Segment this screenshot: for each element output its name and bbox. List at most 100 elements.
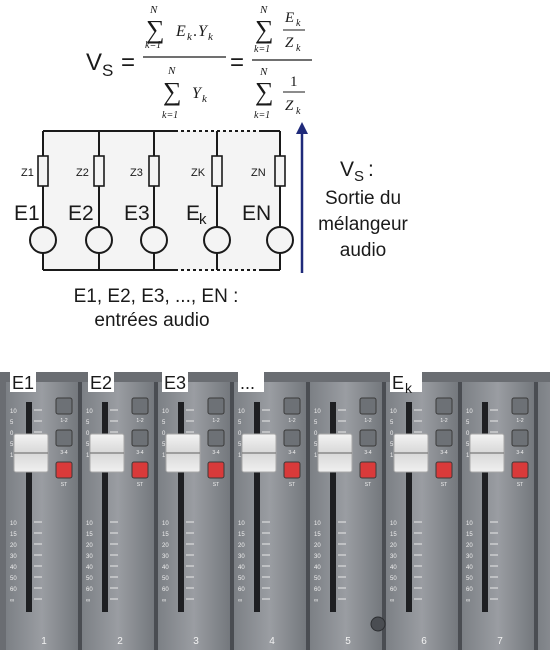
routing-button-label: 1-2 <box>288 418 295 424</box>
routing-button-label: 3-4 <box>364 450 371 456</box>
strip-panel <box>6 382 78 650</box>
scale-label: 20 <box>466 543 473 549</box>
strip-divider <box>382 382 386 650</box>
frac2-den-z-sub: k <box>296 106 301 117</box>
branch-2: Z2 E2 <box>68 131 113 270</box>
output-vs-sub: S <box>354 168 364 185</box>
impedance-label-z2: Z2 <box>76 167 89 179</box>
strip-panel <box>386 382 458 650</box>
channel-number: 7 <box>497 636 503 647</box>
strip-divider <box>154 382 158 650</box>
scale-label: ∞ <box>86 598 90 604</box>
channel-tag: E2 <box>88 372 114 393</box>
strip-divider <box>78 382 82 650</box>
resistor-z1 <box>37 155 49 187</box>
scale-label: 30 <box>86 554 93 560</box>
sigma-1: ∑ <box>146 15 165 44</box>
scale-label: 10 <box>390 409 397 415</box>
frac1-num-e: E <box>175 23 186 40</box>
scale-label: 50 <box>10 576 17 582</box>
scale-label: 5 <box>238 442 242 448</box>
routing-button <box>511 397 529 415</box>
routing-button <box>131 429 149 447</box>
branch-1: Z1 E1 <box>14 131 57 270</box>
source-label-ek-sub: k <box>199 211 207 228</box>
routing-button-label: 1-2 <box>516 418 523 424</box>
strip-panel <box>82 382 154 650</box>
scale-label: 40 <box>238 565 245 571</box>
scale-label: 10 <box>86 409 93 415</box>
scale-label: 5 <box>238 420 242 426</box>
frac2-num-z-sub: k <box>296 43 301 54</box>
sum-upper-3: N <box>259 4 268 16</box>
screw <box>370 616 386 632</box>
scale-label: 20 <box>86 543 93 549</box>
scale-label: ∞ <box>314 598 318 604</box>
routing-button <box>511 429 529 447</box>
frac2-num-z: Z <box>285 35 294 51</box>
sum-lower-1: k=1 <box>145 40 161 51</box>
branch-n: ZN EN <box>242 131 294 270</box>
scale-label: 10 <box>162 521 169 527</box>
scale-label: 30 <box>10 554 17 560</box>
scale-label: 5 <box>86 420 90 426</box>
scale-label: 10 <box>10 409 17 415</box>
frac1-num-y: Y <box>198 23 209 40</box>
scale-label: 20 <box>238 543 245 549</box>
scale-label: 30 <box>238 554 245 560</box>
scale-label: 50 <box>162 576 169 582</box>
routing-button-label: 3-4 <box>136 450 143 456</box>
routing-button-label: ST <box>61 482 67 488</box>
scale-label: 60 <box>466 587 473 593</box>
branch-k: ZK E k <box>186 131 231 270</box>
fader-slot <box>254 402 260 612</box>
source-ek <box>203 226 231 254</box>
channel-tag-label: E3 <box>164 373 186 393</box>
scale-label: 0 <box>162 431 166 437</box>
scale-label: ∞ <box>390 598 394 604</box>
routing-button <box>283 429 301 447</box>
frac2-num-e: E <box>284 10 294 26</box>
routing-button-label: 1-2 <box>364 418 371 424</box>
routing-button-label: 3-4 <box>440 450 447 456</box>
scale-label: 10 <box>162 409 169 415</box>
scale-label: 50 <box>314 576 321 582</box>
formula-eq2: = <box>230 49 244 76</box>
resistor-zn <box>274 155 286 187</box>
output-arrow-head <box>296 122 308 134</box>
channel-tag-label: E2 <box>90 373 112 393</box>
scale-label: 5 <box>466 442 470 448</box>
output-line-1: Sortie du <box>325 188 401 209</box>
routing-button-label: ST <box>213 482 219 488</box>
scale-label: 60 <box>390 587 397 593</box>
routing-button-label: ST <box>441 482 447 488</box>
frac2-den-z: Z <box>285 98 294 114</box>
scale-label: 40 <box>314 565 321 571</box>
sum-lower-3: k=1 <box>254 44 270 55</box>
scale-label: 5 <box>390 442 394 448</box>
strip-divider <box>458 382 462 650</box>
scale-label: 0 <box>466 431 470 437</box>
scale-label: 40 <box>390 565 397 571</box>
scale-label: 15 <box>314 532 321 538</box>
frac1-den-y: Y <box>192 85 203 102</box>
fader-slot <box>102 402 108 612</box>
sum-lower-4: k=1 <box>254 110 270 121</box>
scale-label: 10 <box>466 409 473 415</box>
scale-label: 20 <box>390 543 397 549</box>
scale-label: 40 <box>86 565 93 571</box>
scale-label: 5 <box>314 420 318 426</box>
scale-label: 40 <box>162 565 169 571</box>
routing-button <box>207 429 225 447</box>
scale-label: 10 <box>314 409 321 415</box>
routing-button <box>435 397 453 415</box>
impedance-label-zn: ZN <box>251 167 266 179</box>
channel-tag-bg <box>162 372 188 392</box>
routing-button-label: ST <box>365 482 371 488</box>
formula-eq1: = <box>121 49 135 76</box>
output-vs: V <box>340 158 354 181</box>
frac1-num-dot: . <box>193 23 197 40</box>
routing-button <box>359 429 377 447</box>
scale-label: 10 <box>10 521 17 527</box>
